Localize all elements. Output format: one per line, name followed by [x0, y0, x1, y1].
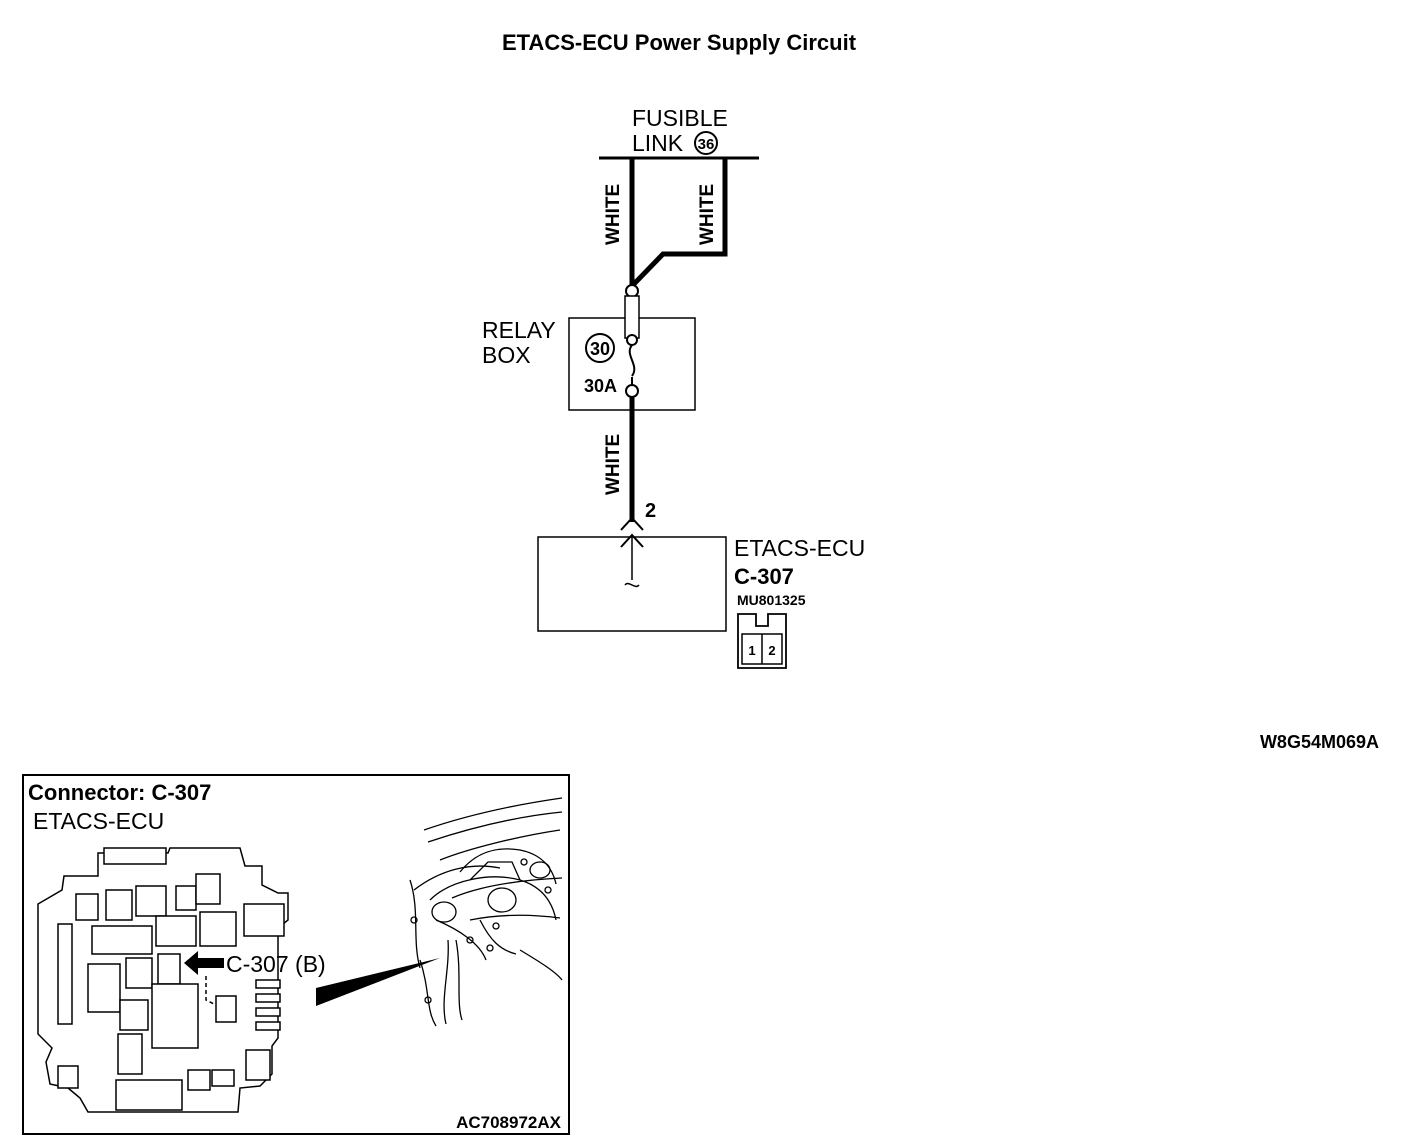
ecu-name: ETACS-ECU	[734, 535, 865, 561]
fuse-terminal-bottom	[625, 384, 639, 398]
relay-box: RELAY BOX 30 30A	[482, 295, 696, 411]
ecu-part-number: MU801325	[737, 592, 806, 608]
upper-wires: WHITE WHITE	[603, 158, 728, 298]
splice-point	[625, 284, 639, 298]
ecu-internal-terminal	[624, 582, 640, 588]
wire-label-lower: WHITE	[603, 434, 624, 495]
relay-box-label-line1: RELAY	[482, 317, 556, 343]
connector-pin-2: 2	[768, 643, 775, 658]
connector-face-icon: 1 2	[737, 613, 787, 669]
connector-arrow-upper	[620, 516, 644, 531]
relay-box-label-line2: BOX	[482, 342, 531, 368]
fuse-terminal-top	[626, 334, 638, 346]
wire-label-left-upper: WHITE	[603, 184, 624, 245]
fuse-element	[628, 344, 636, 377]
fusible-link-label-line2: LINK	[632, 130, 684, 156]
fuse-inlet-sleeve	[624, 295, 640, 339]
panel-subheading: ETACS-ECU	[33, 808, 164, 834]
fusible-link: FUSIBLE LINK 36	[599, 105, 759, 160]
fusible-link-label-line1: FUSIBLE	[632, 105, 728, 131]
etacs-ecu: ETACS-ECU C-307 MU801325 1 2	[537, 533, 865, 669]
diagram-code: W8G54M069A	[1260, 732, 1379, 752]
fusible-link-number-circle	[694, 131, 718, 155]
ecu-pin-number: 2	[645, 500, 656, 522]
wire-right-upper	[631, 158, 728, 287]
figure-code: AC708972AX	[456, 1113, 562, 1132]
fuse-rating: 30A	[584, 376, 617, 396]
connector-location-panel: Connector: C-307 ETACS-ECU	[22, 774, 570, 1135]
diagram-title: ETACS-ECU Power Supply Circuit	[502, 30, 857, 55]
fusible-link-number: 36	[698, 136, 715, 153]
callout-label: C-307 (B)	[226, 951, 326, 977]
wire-label-right-upper: WHITE	[697, 184, 718, 245]
junction-block-illustration	[37, 847, 289, 1113]
panel-heading: Connector: C-307	[28, 780, 211, 805]
panel-border	[22, 774, 570, 1135]
lower-wire: WHITE 2	[603, 397, 656, 531]
callout-arrow-icon	[184, 951, 224, 975]
fuse-number-circle	[585, 333, 615, 363]
fuse-number: 30	[590, 339, 610, 359]
dashboard-harness-illustration	[409, 797, 563, 1027]
view-pointer-wedge	[316, 958, 440, 1006]
ecu-connector-id: C-307	[734, 564, 794, 589]
connector-pin-1: 1	[748, 643, 755, 658]
